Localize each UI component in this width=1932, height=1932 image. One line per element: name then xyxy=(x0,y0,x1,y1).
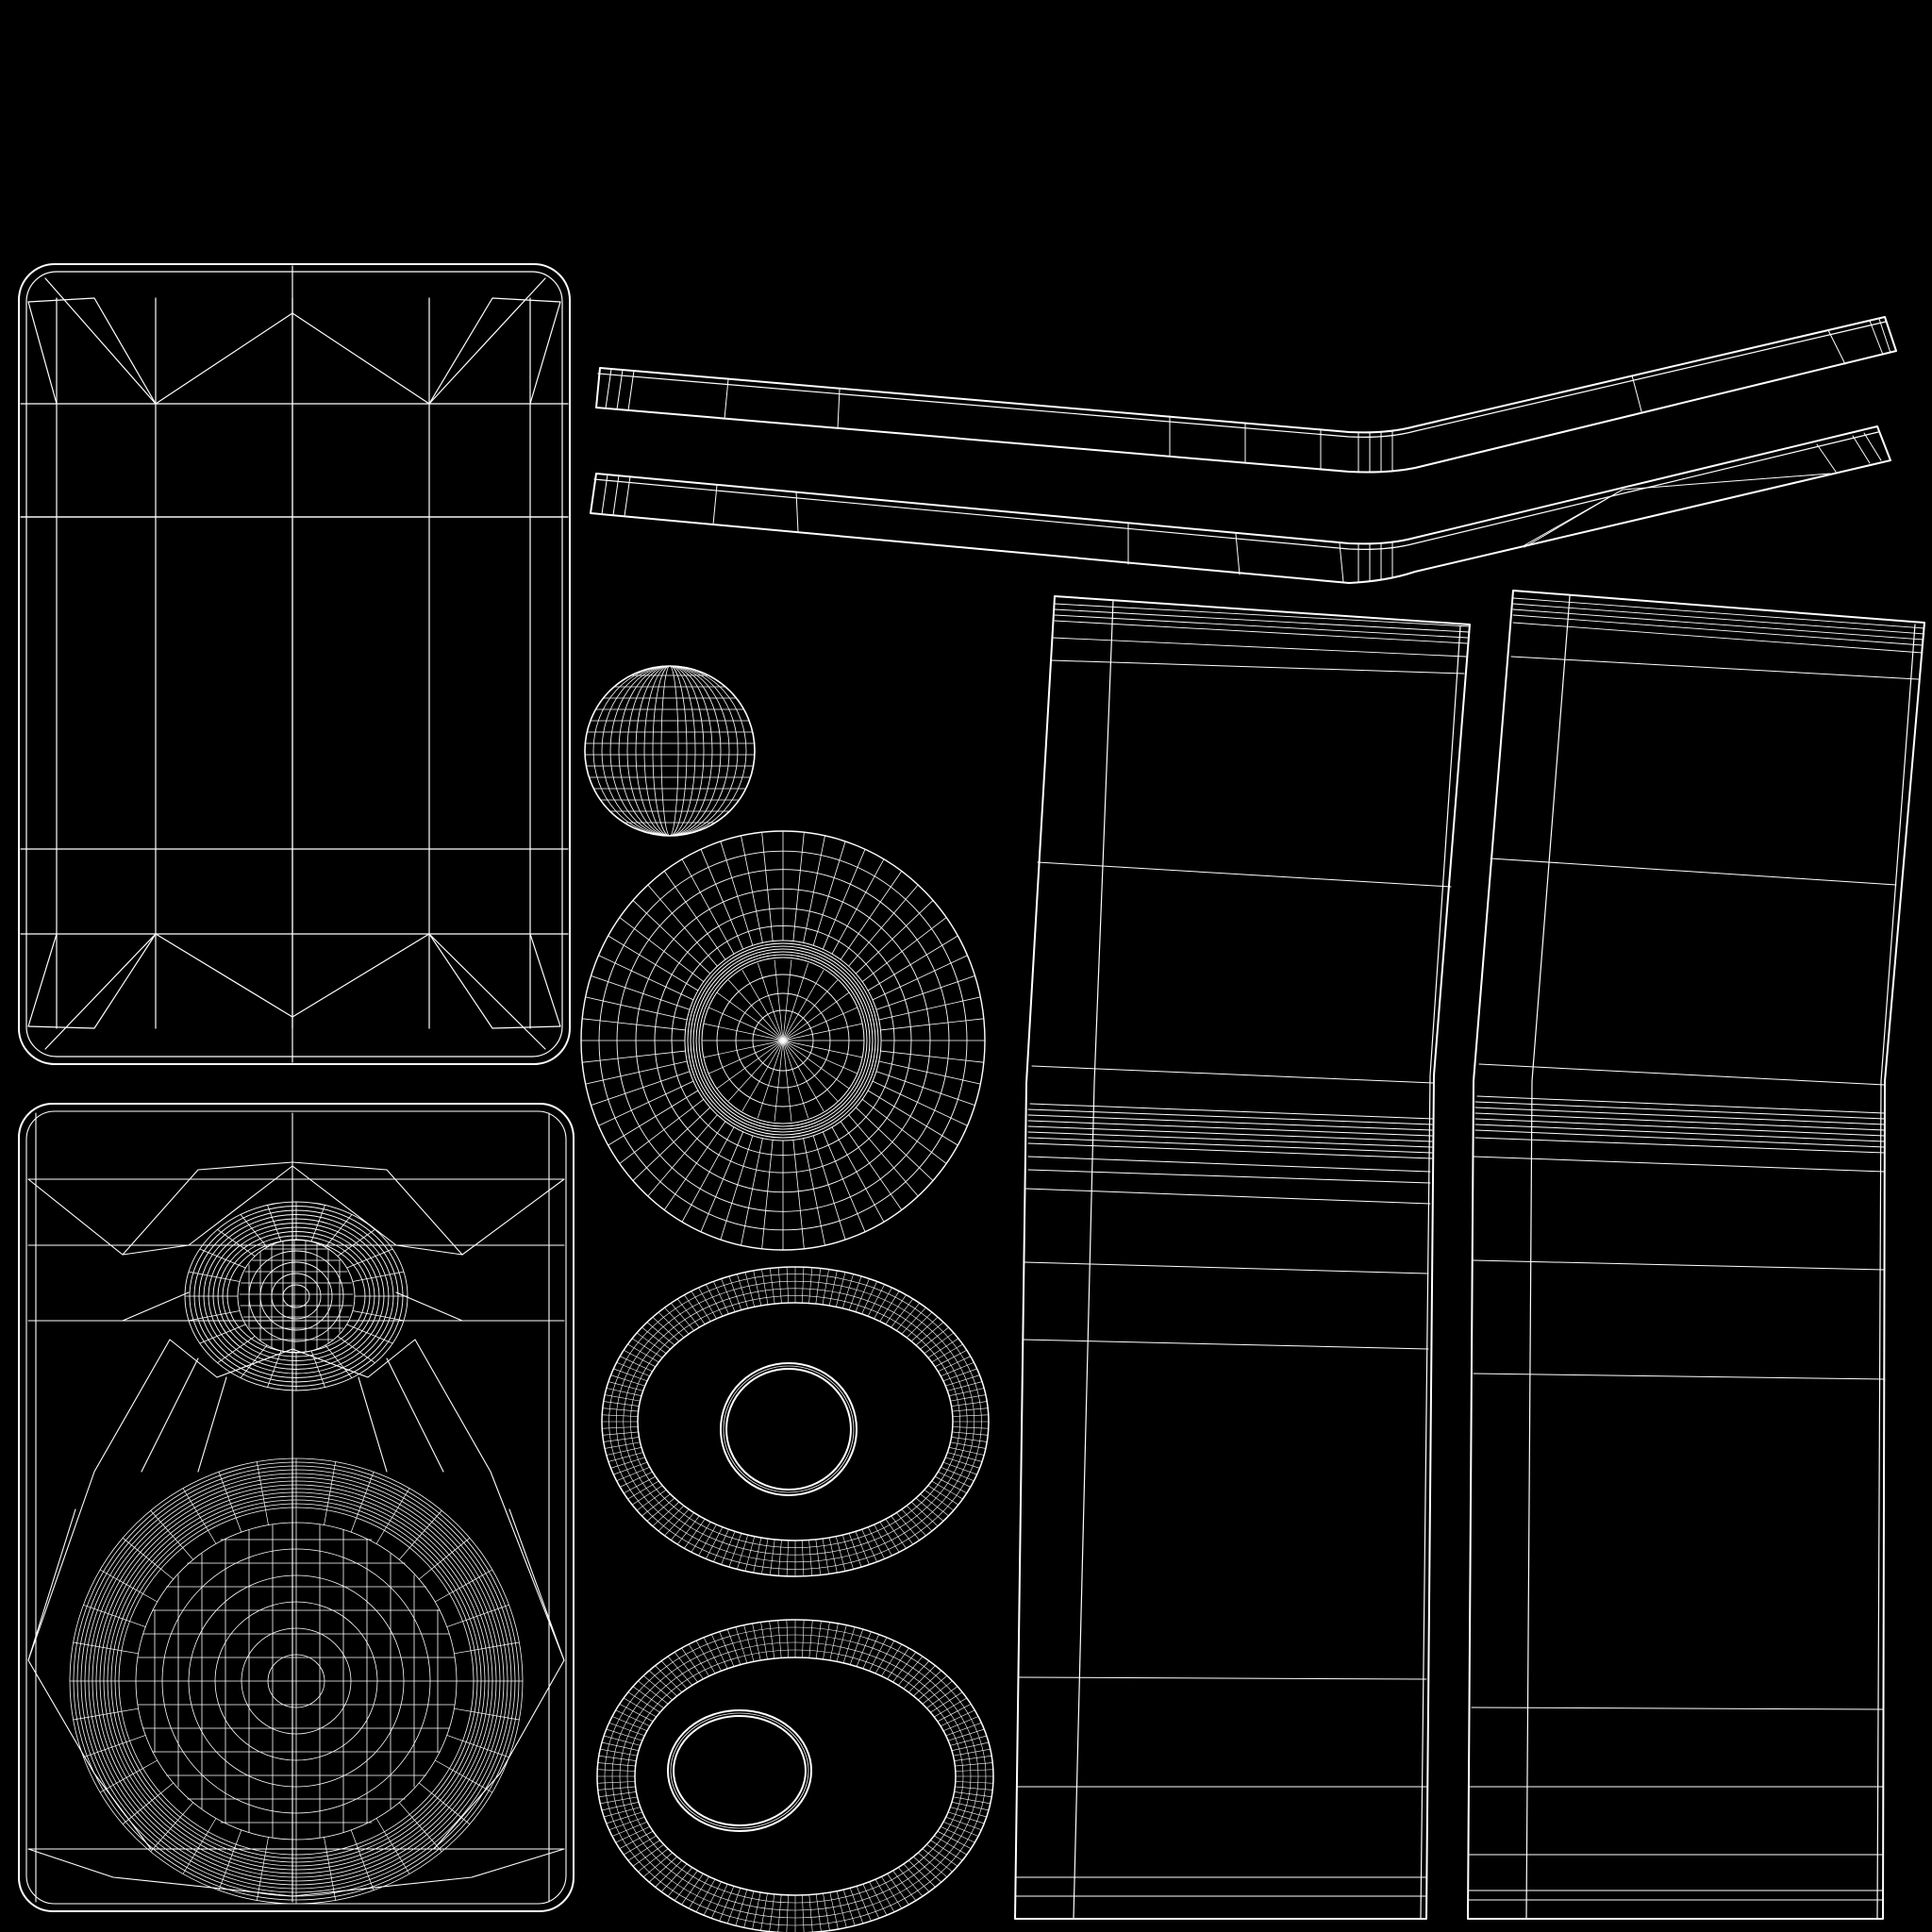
lower-strip-island xyxy=(590,425,1891,584)
top-strip-island xyxy=(595,316,1897,474)
upper-ring-island xyxy=(601,1266,990,1577)
speaker-panel-island xyxy=(18,1103,575,1912)
radial-disc-island xyxy=(580,830,986,1251)
right-side-panel-island xyxy=(1467,590,1925,1920)
small-sphere-island xyxy=(584,665,756,837)
front-panel-island xyxy=(18,263,571,1065)
left-side-panel-island xyxy=(1014,595,1471,1920)
lower-ring-island xyxy=(596,1619,994,1932)
